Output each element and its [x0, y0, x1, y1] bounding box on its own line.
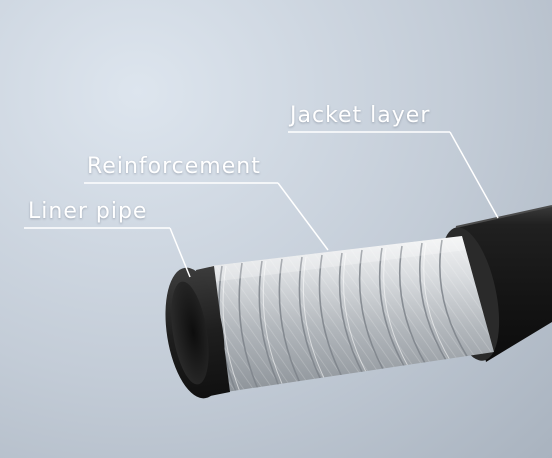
- reinforcement-layer: [210, 236, 494, 392]
- reinforcement-leader: [84, 182, 329, 251]
- reinforcement-label: Reinforcement: [87, 154, 261, 179]
- liner-pipe: [165, 266, 230, 399]
- liner-pipe-label: Liner pipe: [28, 199, 148, 224]
- jacket-layer-label: Jacket layer: [290, 103, 431, 128]
- liner-leader: [24, 227, 191, 278]
- jacket-leader: [288, 131, 499, 219]
